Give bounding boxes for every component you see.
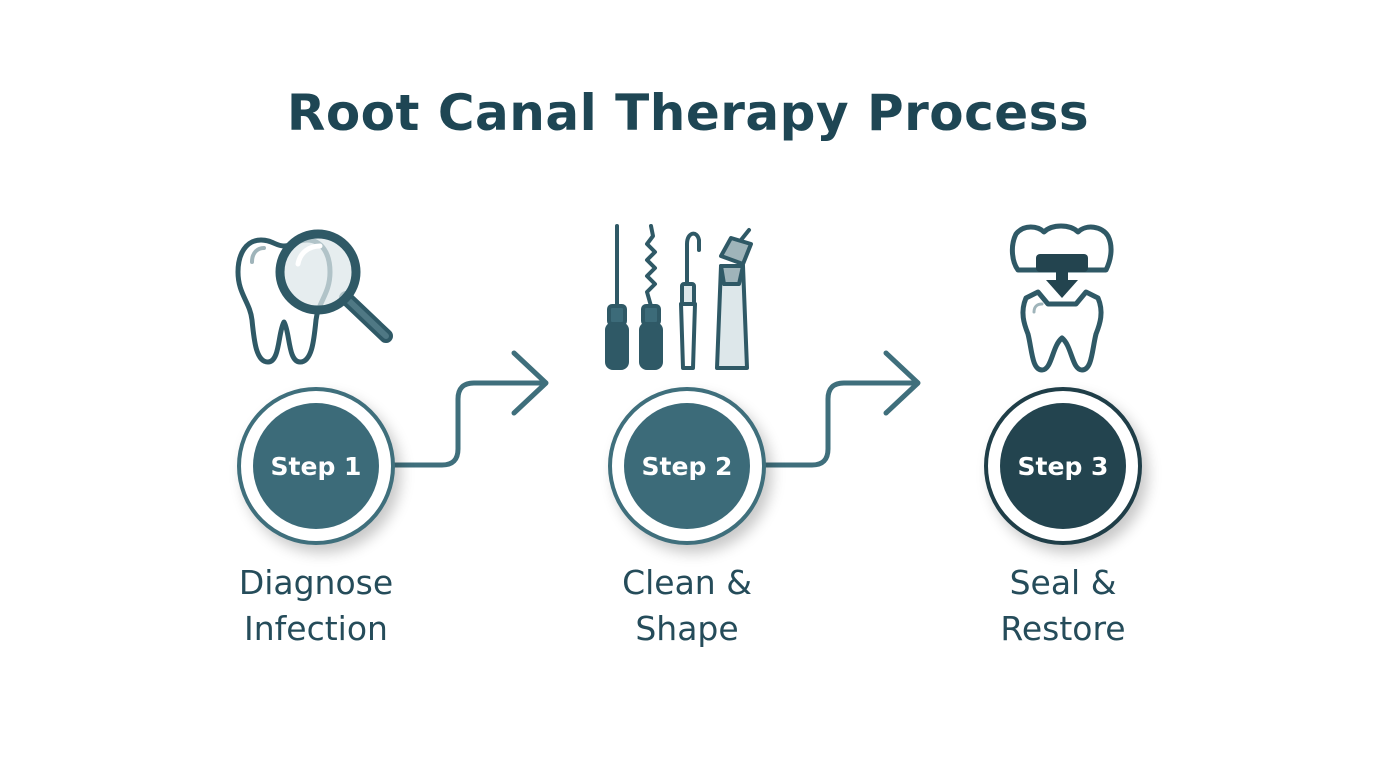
step-1-label: Step 1 <box>270 451 362 481</box>
step-3-caption-line-2: Restore <box>1000 609 1126 648</box>
step-2-label: Step 2 <box>641 451 733 481</box>
page-title: Root Canal Therapy Process <box>286 84 1090 142</box>
step-3-caption-line-1: Seal & <box>1009 563 1117 602</box>
step-1-badge: Step 1 <box>237 387 395 545</box>
step-1-caption-line-2: Infection <box>244 609 388 648</box>
tooth-magnifier-icon <box>235 229 393 365</box>
step-3: Step 3 Seal & Restore <box>913 0 1213 768</box>
arrowhead-2 <box>883 350 921 416</box>
step-3-label: Step 3 <box>1017 451 1109 481</box>
step-1: Step 1 Diagnose Infection <box>166 0 466 768</box>
step-3-caption: Seal & Restore <box>913 560 1213 652</box>
step-2-badge: Step 2 <box>608 387 766 545</box>
connector-arrow-2 <box>763 380 919 468</box>
step-2-caption-line-2: Shape <box>635 609 739 648</box>
step-3-badge: Step 3 <box>984 387 1142 545</box>
step-1-caption-line-1: Diagnose <box>238 563 394 602</box>
tooth-crown-icon <box>1009 223 1114 373</box>
step-2-caption: Clean & Shape <box>537 560 837 652</box>
dental-tools-icon <box>605 224 753 370</box>
step-2-caption-line-1: Clean & <box>622 563 752 602</box>
connector-arrow-1 <box>391 380 547 468</box>
arrowhead-1 <box>511 350 549 416</box>
step-2: Step 2 Clean & Shape <box>537 0 837 768</box>
step-1-caption: Diagnose Infection <box>166 560 466 652</box>
